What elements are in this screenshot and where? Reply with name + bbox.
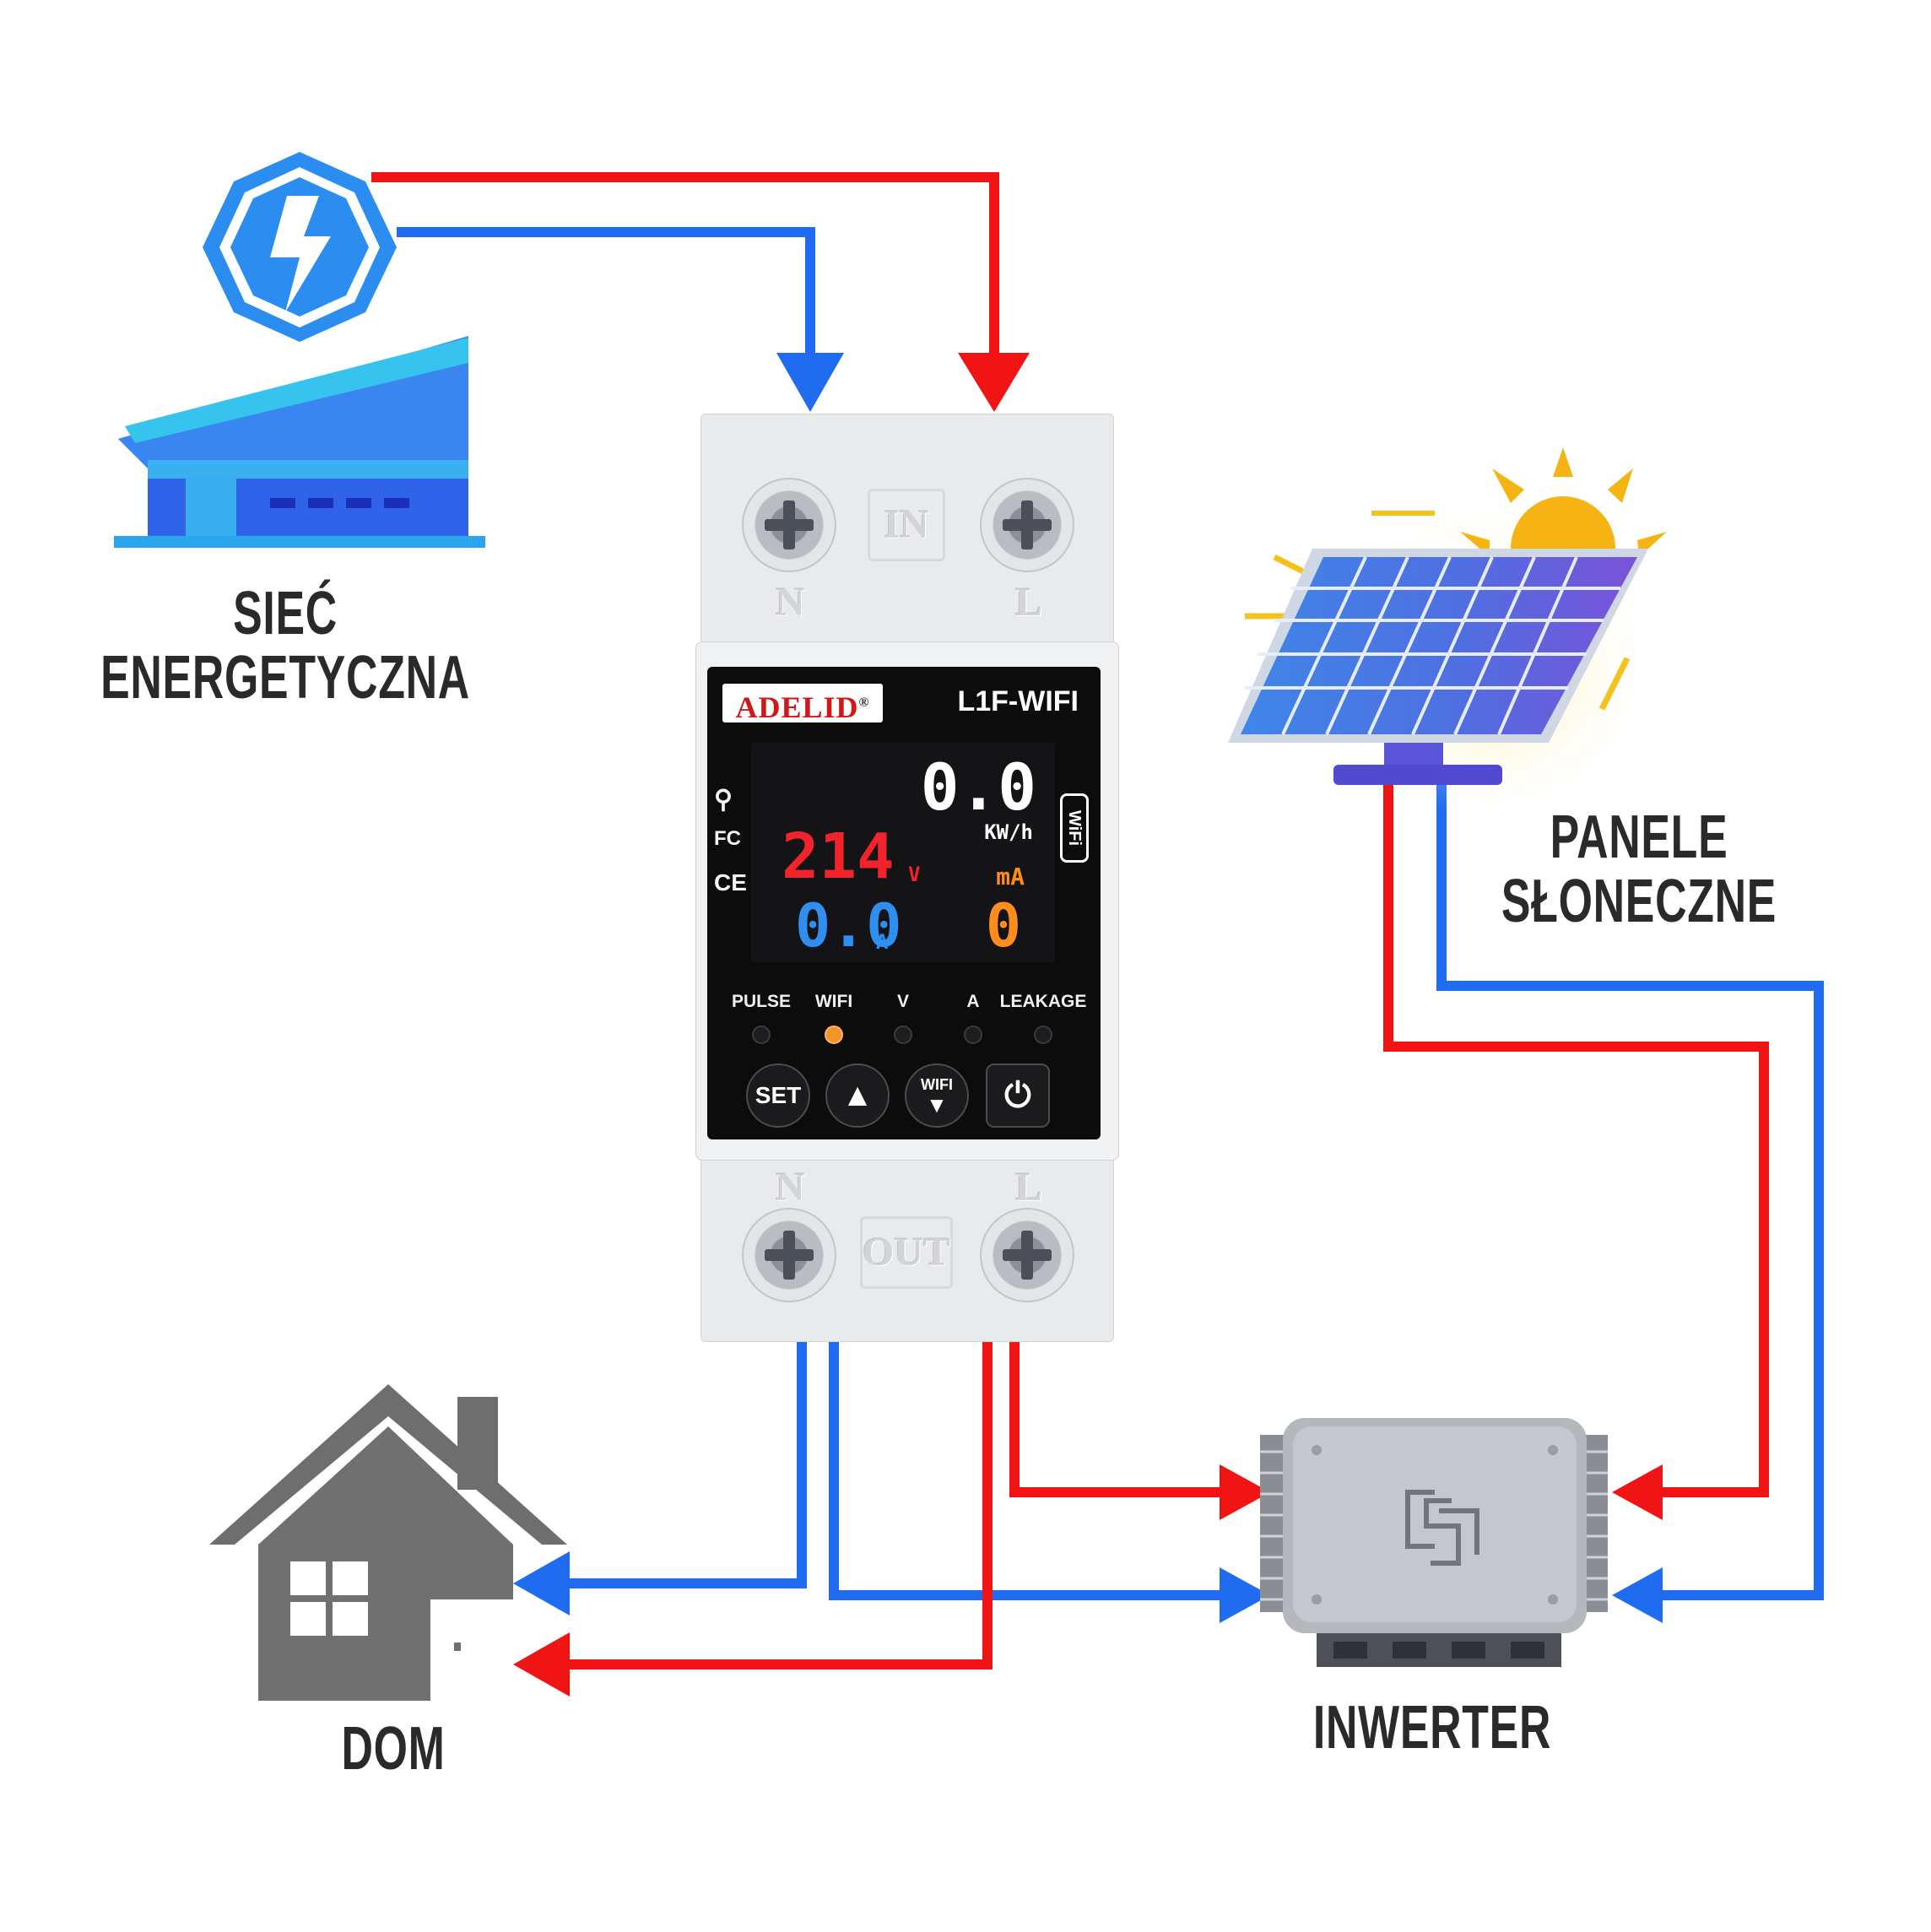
- indicator-label-a: A: [966, 992, 980, 1011]
- wifi-badge: WiFi: [1060, 793, 1089, 863]
- led-pulse: [752, 1026, 771, 1044]
- wifi-down-button[interactable]: WIFI ▼: [905, 1063, 969, 1128]
- led-leakage: [1034, 1026, 1052, 1044]
- leakage-value: 0: [985, 891, 1021, 961]
- wires-device-out: [557, 1342, 1266, 1670]
- brand-logo: ADELID®: [722, 684, 883, 724]
- indicator-label-leakage: LEAKAGE: [999, 992, 1087, 1011]
- indicator-label-v: V: [896, 992, 910, 1011]
- energy-unit: KW/h: [984, 820, 1033, 844]
- grid-label-line1: SIEĆ: [233, 580, 338, 647]
- current-value: 0.0: [795, 891, 902, 961]
- set-button[interactable]: SET: [746, 1063, 810, 1128]
- arrow-inverter-live-left: [1220, 1464, 1270, 1520]
- solar-label-line2: SŁONECZNE: [1501, 867, 1777, 935]
- terminal-screw-in-l[interactable]: [980, 478, 1074, 572]
- led-a: [964, 1026, 982, 1044]
- lcd-display: 0.0 KW/h 214 V mA 0.0 A 0: [751, 743, 1055, 962]
- terminal-screw-in-n[interactable]: [742, 478, 836, 572]
- leakage-unit: mA: [996, 863, 1025, 890]
- inverter-label: INWERTER: [1312, 1694, 1552, 1762]
- out-marking: OUT: [860, 1216, 953, 1289]
- solar-label: PANELE SŁONECZNE: [1447, 804, 1830, 935]
- arrow-neutral-in: [776, 353, 844, 412]
- in-marking: IN: [868, 489, 945, 561]
- terminal-label-l-top: L: [1015, 580, 1043, 625]
- fuse-icon: ⚲: [714, 786, 733, 814]
- voltage-value: 214: [782, 820, 895, 893]
- wifi-button-label: WIFI: [921, 1076, 953, 1093]
- voltage-unit: V: [908, 863, 921, 886]
- power-grid-building-icon: [114, 336, 485, 548]
- led-wifi: [825, 1026, 843, 1044]
- energy-value: 0.0: [920, 750, 1036, 825]
- device-top-terminal-block: IN N L: [700, 414, 1114, 658]
- device-bottom-terminal-block: N L OUT: [700, 1148, 1114, 1342]
- terminal-screw-out-n[interactable]: [742, 1208, 836, 1302]
- arrow-live-in: [958, 353, 1030, 412]
- indicator-label-pulse: PULSE: [731, 992, 792, 1011]
- led-v: [894, 1026, 912, 1044]
- wires-grid-to-device: [371, 172, 999, 363]
- arrow-inverter-neutral-left: [1220, 1567, 1270, 1623]
- inverter-icon: [1260, 1418, 1608, 1667]
- arrow-house-neutral: [513, 1551, 570, 1615]
- terminal-label-n-top: N: [776, 580, 805, 625]
- model-name: L1F-WIFI: [957, 685, 1079, 717]
- terminal-label-n-bottom: N: [776, 1165, 805, 1210]
- down-arrow-icon: ▼: [926, 1092, 948, 1118]
- terminal-screw-out-l[interactable]: [980, 1208, 1074, 1302]
- terminal-label-l-bottom: L: [1015, 1165, 1043, 1210]
- arrow-house-live: [513, 1632, 570, 1697]
- protection-relay-device: IN N L N L OUT ADELID® L1F-WIFI ⚲ FC CE …: [695, 414, 1119, 1342]
- indicator-label-wifi: WIFI: [814, 992, 853, 1011]
- grid-label: SIEĆ ENERGETYCZNA: [29, 582, 542, 710]
- arrow-inverter-live-right: [1612, 1464, 1663, 1520]
- current-unit: A: [876, 930, 889, 954]
- ce-mark: CE: [714, 869, 747, 896]
- solar-panel-icon: [1228, 549, 1648, 785]
- wires-solar-to-inverter: [1383, 781, 1824, 1600]
- fc-mark: FC: [714, 827, 741, 850]
- control-panel: ADELID® L1F-WIFI ⚲ FC CE 0.0 KW/h 214 V …: [707, 667, 1101, 1139]
- arrow-inverter-neutral-right: [1612, 1567, 1663, 1623]
- solar-label-line1: PANELE: [1550, 804, 1728, 871]
- grid-label-line2: ENERGETYCZNA: [100, 643, 470, 712]
- lightning-badge-icon: [203, 152, 397, 342]
- house-label: DOM: [341, 1715, 446, 1783]
- up-button[interactable]: ▲: [825, 1063, 890, 1128]
- house-icon: [209, 1384, 567, 1701]
- power-button[interactable]: ⏻: [986, 1063, 1050, 1128]
